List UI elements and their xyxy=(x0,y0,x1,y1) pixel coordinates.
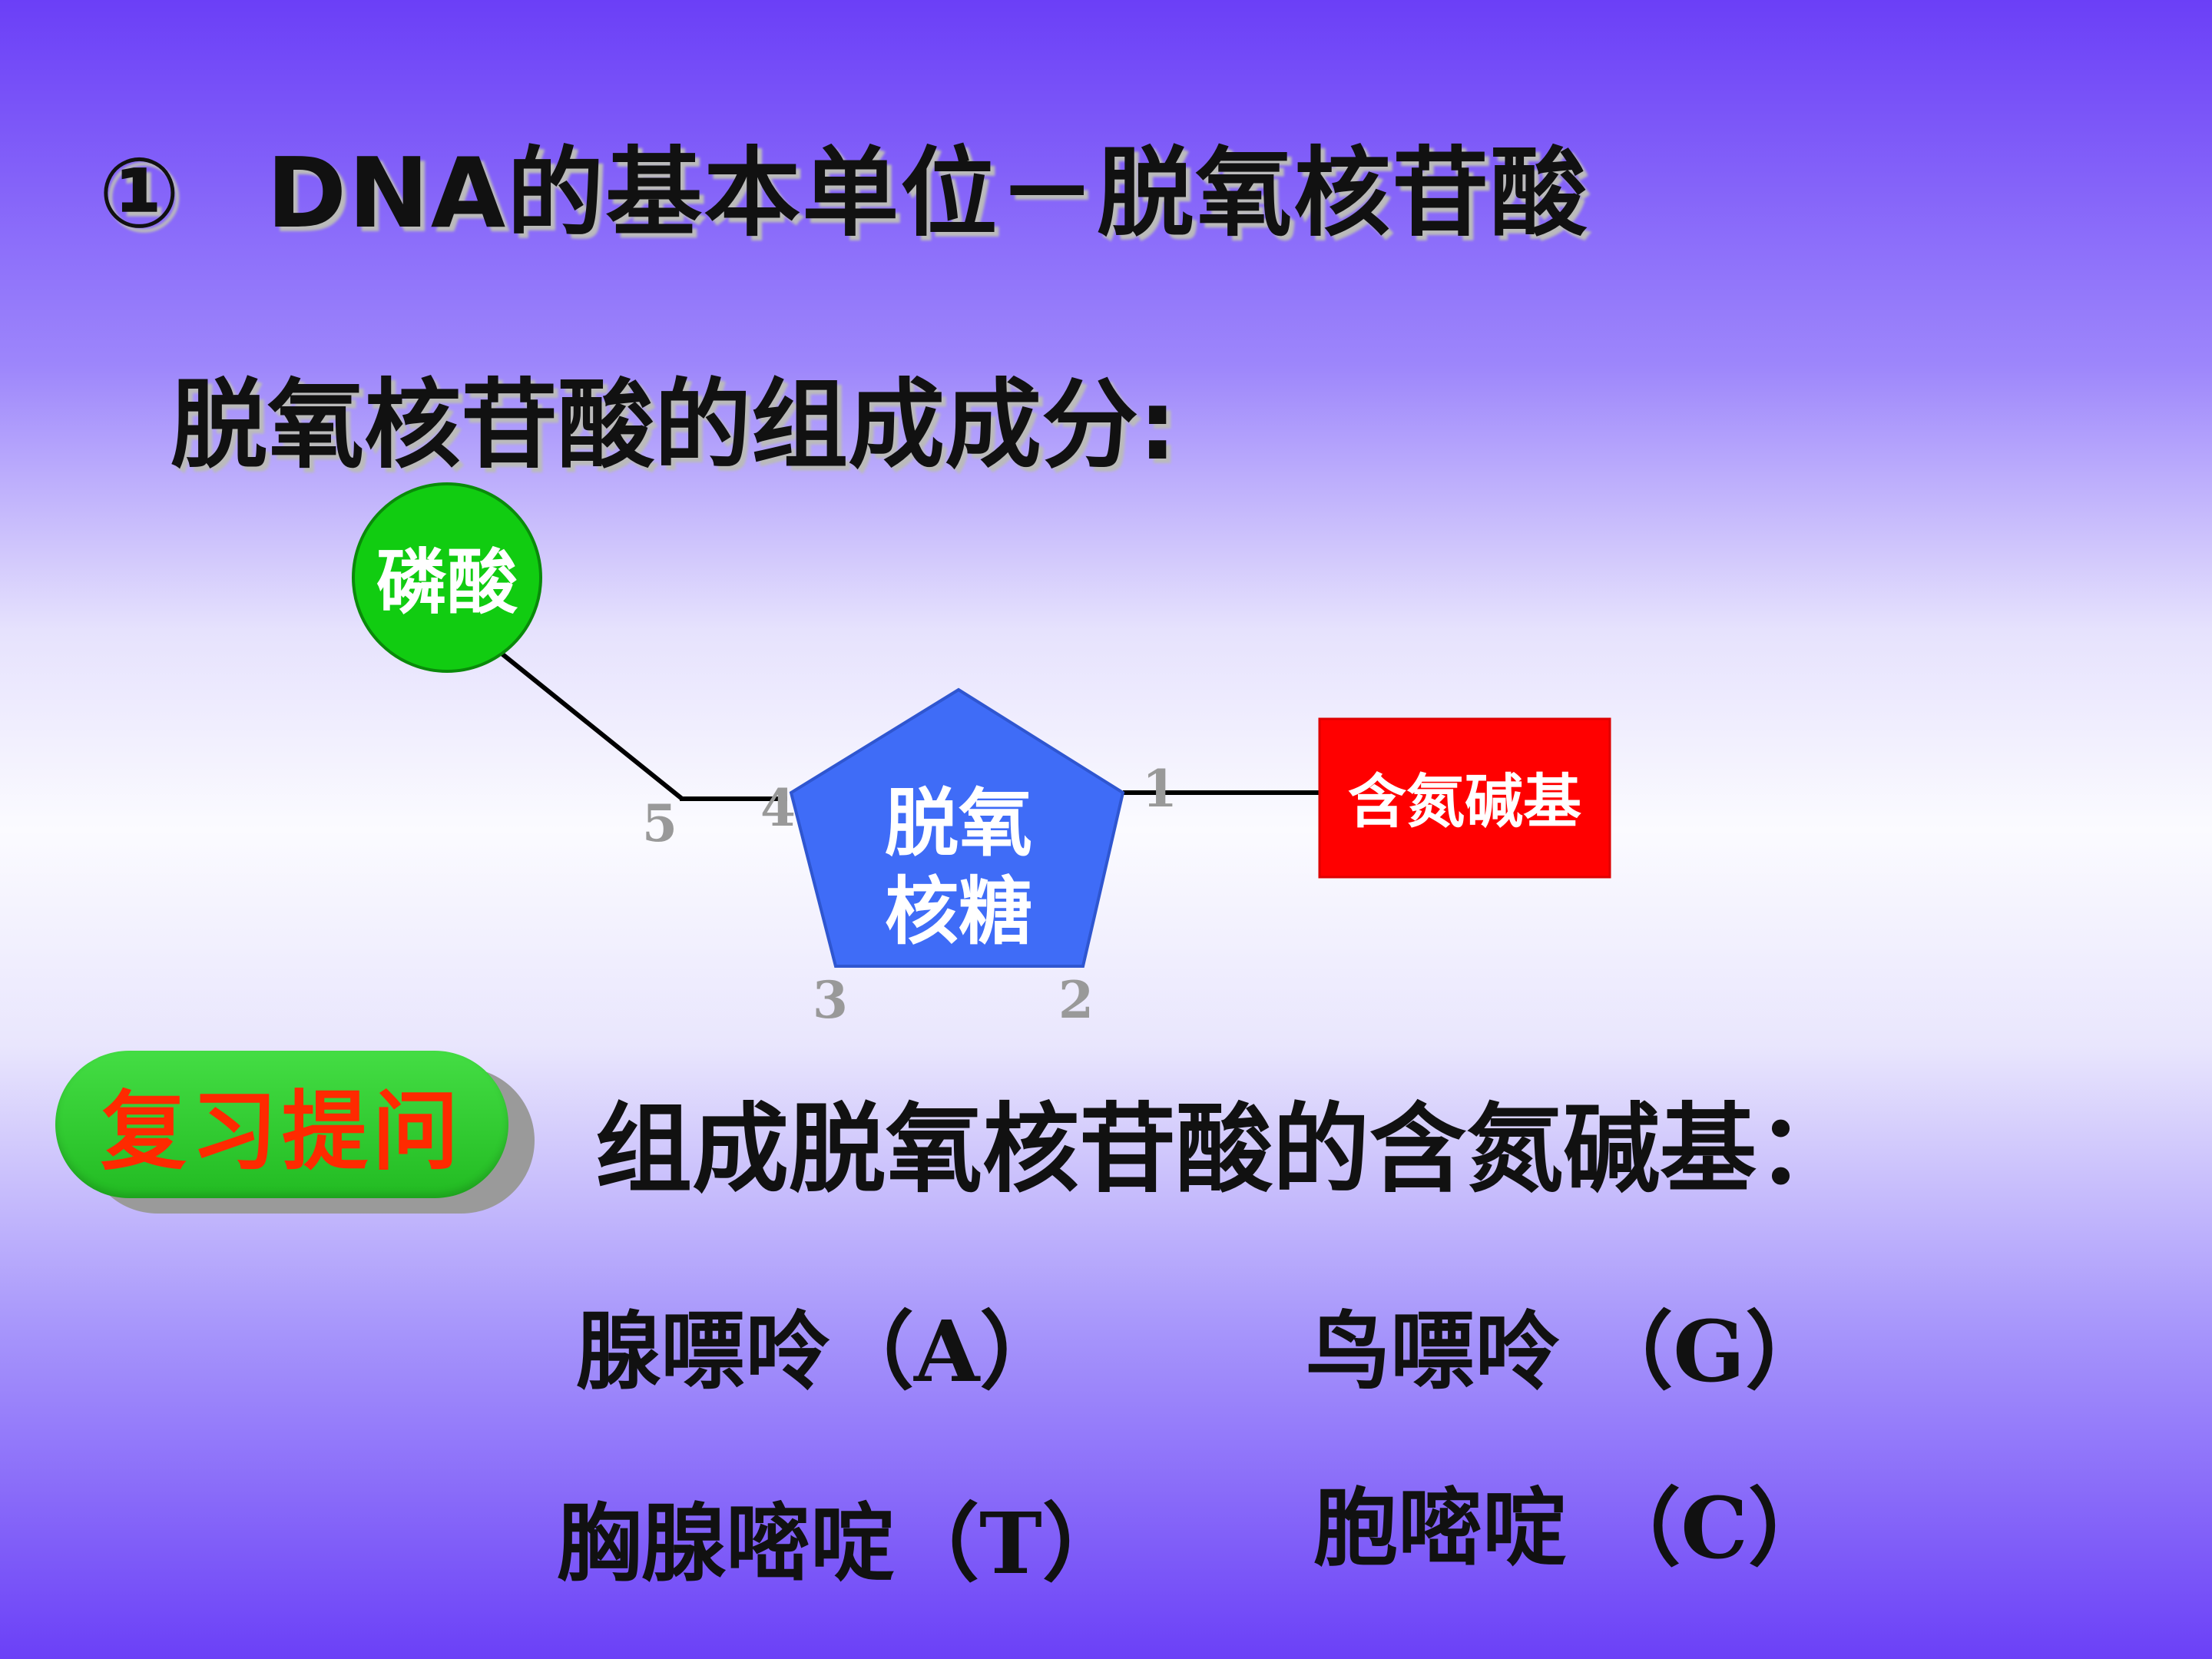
sugar-pentagon xyxy=(789,687,1125,968)
phosphate-circle xyxy=(352,482,542,673)
base-guanine: 鸟嘌呤 （G） xyxy=(1306,1302,1830,1401)
base-label: 含氮碱基 xyxy=(1348,767,1581,836)
phosphate-bond-diagonal xyxy=(499,651,684,801)
carbon-label-2: 2 xyxy=(1058,970,1094,1030)
slide-subtitle: 脱氧核苷酸的组成成分: xyxy=(171,369,1177,482)
phosphate-label: 磷酸 xyxy=(376,541,518,624)
slide-title: ① DNA的基本单位－脱氧核苷酸 xyxy=(98,115,1588,255)
question-text: 组成脱氧核苷酸的含氮碱基： xyxy=(595,1093,1853,1206)
carbon-label-4: 4 xyxy=(760,778,796,838)
carbon-label-1: 1 xyxy=(1142,759,1177,819)
base-cytosine: 胞嘧啶 （C） xyxy=(1313,1479,1833,1578)
base-rectangle xyxy=(1318,717,1611,879)
base-thymine: 胸腺嘧啶（T） xyxy=(557,1494,1127,1593)
nucleotide-diagram: 磷酸 脱氧 核糖 含氮碱基 1 2 3 4 5 xyxy=(352,482,1611,1030)
title-number: ① xyxy=(98,137,182,250)
carbon-label-3: 3 xyxy=(813,970,848,1030)
title-text: DNA的基本单位－脱氧核苷酸 xyxy=(266,137,1589,250)
carbon-label-5: 5 xyxy=(642,793,677,853)
review-button[interactable]: 复习提问 xyxy=(55,1051,508,1198)
sugar-label-line2: 核糖 xyxy=(885,869,1032,955)
base-adenine: 腺嘌呤（A） xyxy=(576,1302,1065,1401)
sugar-label-line1: 脱氧 xyxy=(885,780,1032,866)
